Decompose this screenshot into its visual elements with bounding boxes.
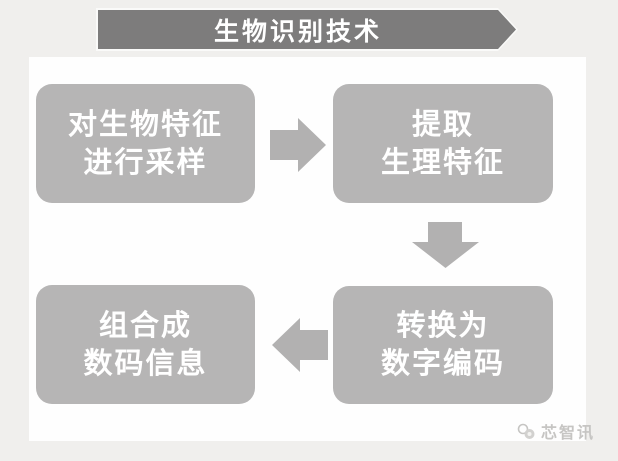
step-box-sample-biometric-features: 对生物特征 进行采样: [36, 84, 255, 203]
title-banner-outline: 生物识别技术: [96, 8, 518, 51]
watermark-text: 芯智讯: [541, 425, 596, 442]
title-banner: 生物识别技术: [98, 10, 516, 49]
step-box-extract-physiological-features: 提取 生理特征: [333, 84, 553, 203]
chip-logo-icon: [517, 423, 535, 439]
step-label-line: 转换为: [396, 310, 490, 342]
step-label-line: 组合成: [98, 309, 192, 342]
step-label-line: 对生物特征: [67, 108, 223, 141]
step-label-line: 进行采样: [83, 146, 208, 179]
step-label-line: 数码信息: [83, 347, 208, 380]
step-box-convert-to-digital-code: 转换为 数字编码: [333, 286, 553, 404]
step-label-line: 生理特征: [380, 146, 505, 179]
diagram-title: 生物识别技术: [213, 17, 382, 46]
step-label-line: 提取: [411, 108, 474, 141]
watermark: 芯智讯: [517, 419, 595, 443]
step-label-line: 数字编码: [380, 348, 505, 380]
step-box-combine-into-digital-info: 组合成 数码信息: [36, 285, 255, 404]
